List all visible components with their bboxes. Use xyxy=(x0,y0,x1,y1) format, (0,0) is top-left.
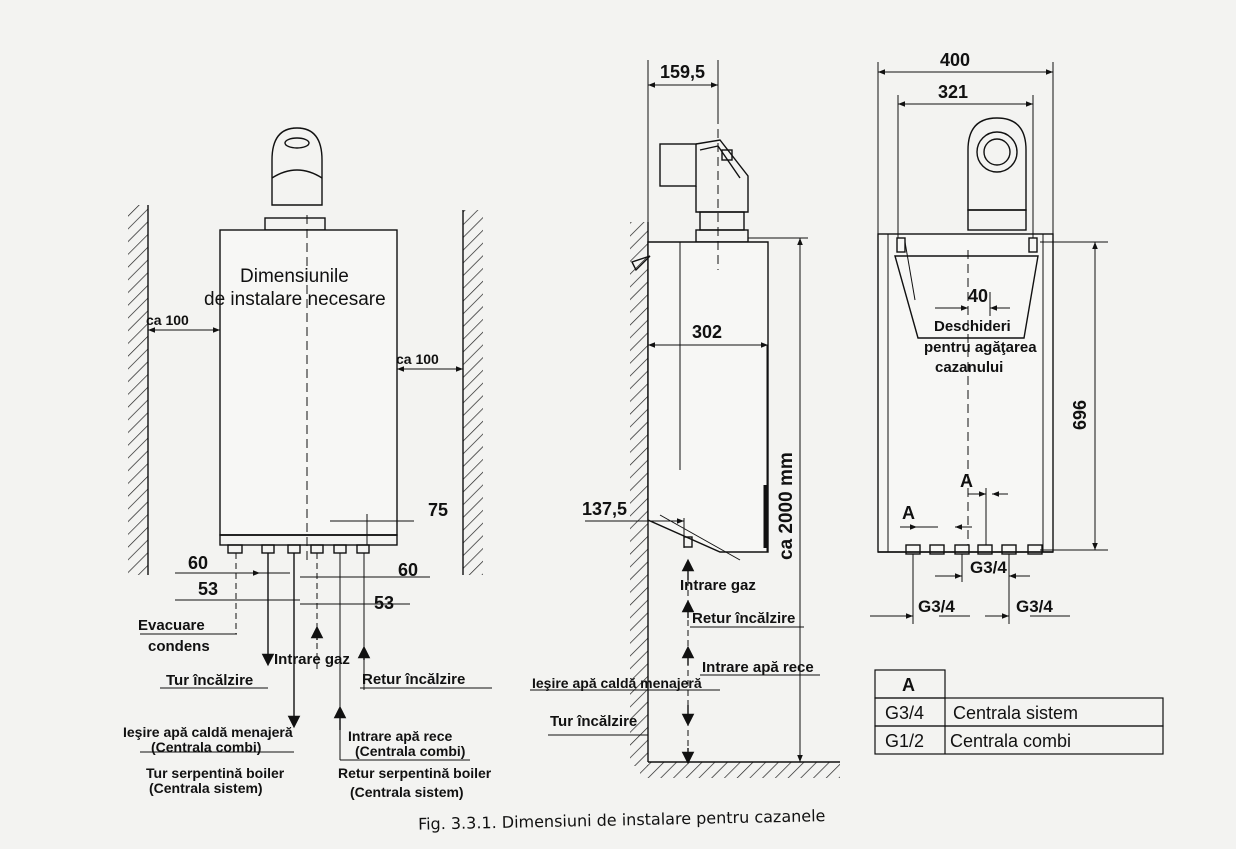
dim-302: 302 xyxy=(692,322,722,342)
dim-g34-mid: G3/4 xyxy=(970,558,1007,577)
dim-696: 696 xyxy=(1070,400,1090,430)
dim-400: 400 xyxy=(940,50,970,70)
label-iesire-4: (Centrala sistem) xyxy=(149,780,263,796)
legend-table: A G3/4 Centrala sistem G1/2 Centrala com… xyxy=(874,669,1164,755)
dim-321: 321 xyxy=(938,82,968,102)
dim-g34-left: G3/4 xyxy=(918,597,955,616)
label-rece-1: Intrare apă rece xyxy=(348,728,452,744)
dim-53-left: 53 xyxy=(198,579,218,599)
side-view xyxy=(530,60,840,778)
dim-75: 75 xyxy=(428,500,448,520)
dim-159-5: 159,5 xyxy=(660,62,705,82)
legend-code-2: G1/2 xyxy=(885,731,924,751)
label-iesire-3: Tur serpentină boiler xyxy=(146,765,285,781)
floor-hatch xyxy=(640,762,840,778)
label-retur: Retur încălzire xyxy=(362,671,465,688)
side-label-tur: Tur încălzire xyxy=(550,713,637,730)
side-label-retur: Retur încălzire xyxy=(692,610,795,627)
dim-60-right: 60 xyxy=(398,560,418,580)
label-rece-2: (Centrala combi) xyxy=(355,743,465,759)
dim-137-5: 137,5 xyxy=(582,499,627,519)
left-wall-hatch xyxy=(128,205,148,575)
rear-view-labels: 400 321 40 Deschideri pentru agăţarea ca… xyxy=(902,50,1090,616)
side-label-gaz: Intrare gaz xyxy=(680,577,756,594)
flue-adapter xyxy=(271,127,323,206)
legend-desc-1: Centrala sistem xyxy=(953,703,1078,723)
front-view-labels: Dimensiunile de instalare necesare ca 10… xyxy=(123,266,492,800)
clearance-right: ca 100 xyxy=(396,351,439,367)
dim-a-left: A xyxy=(902,503,915,523)
flue-opening xyxy=(284,137,310,149)
label-evacuare: Evacuare xyxy=(138,617,205,634)
label-cazanului: cazanului xyxy=(935,359,1003,376)
legend-desc-2: Centrala combi xyxy=(950,731,1071,751)
label-deschideri: Deschideri xyxy=(934,318,1011,335)
side-view-labels: 159,5 302 137,5 ca 2000 mm Intrare gaz R… xyxy=(532,62,814,730)
side-label-iesire: Ieşire apă caldă menajeră xyxy=(532,675,702,691)
label-iesire-1: Ieşire apă caldă menajeră xyxy=(123,724,293,740)
dim-a-top: A xyxy=(960,471,973,491)
label-tur: Tur încălzire xyxy=(166,672,253,689)
dim-40: 40 xyxy=(968,286,988,306)
dim-53-right: 53 xyxy=(374,593,394,613)
front-title-2: de instalare necesare xyxy=(204,289,386,310)
dim-60-left: 60 xyxy=(188,553,208,573)
rear-view xyxy=(870,62,1108,624)
side-label-rece: Intrare apă rece xyxy=(702,659,814,676)
legend-header: A xyxy=(902,675,915,695)
label-iesire-2: (Centrala combi) xyxy=(151,739,261,755)
front-title-1: Dimensiunile xyxy=(240,266,349,287)
dim-height: ca 2000 mm xyxy=(776,452,797,560)
boiler-side xyxy=(647,241,769,553)
front-view xyxy=(128,127,492,761)
label-rece-3: Retur serpentină boiler xyxy=(338,765,492,781)
clearance-left: ca 100 xyxy=(146,312,189,328)
legend-code-1: G3/4 xyxy=(885,703,924,723)
right-wall-hatch xyxy=(463,210,483,575)
dim-g34-right: G3/4 xyxy=(1016,597,1053,616)
label-rece-4: (Centrala sistem) xyxy=(350,784,464,800)
figure-caption: Fig. 3.3.1. Dimensiuni de instalare pent… xyxy=(418,806,826,834)
label-gaz: Intrare gaz xyxy=(274,651,350,668)
boiler-rear xyxy=(877,233,1054,553)
label-condens: condens xyxy=(148,638,210,655)
label-pentru: pentru agăţarea xyxy=(924,339,1037,356)
side-wall-hatch xyxy=(630,222,648,766)
boiler-front xyxy=(219,229,398,536)
